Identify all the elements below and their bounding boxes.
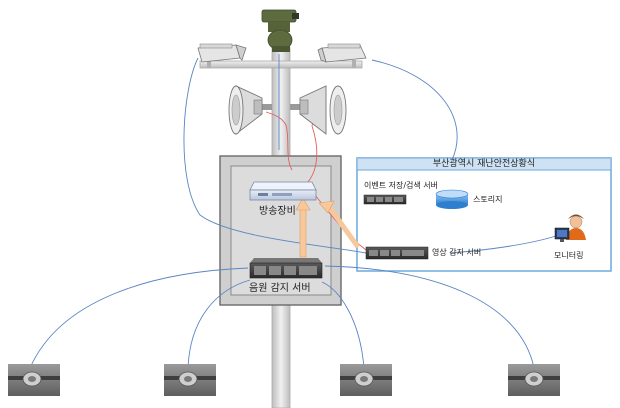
link-monitor (449, 235, 557, 254)
ptz-camera-icon (261, 9, 299, 52)
link-sensor-3 (321, 281, 365, 369)
monitoring-label: 모니터링 (554, 251, 584, 260)
ground-sensor-2-icon (164, 364, 216, 396)
ground-sensor-1-icon (8, 364, 60, 396)
sound-server-icon (249, 258, 323, 279)
broadcast-device-label: 방송장비 (259, 206, 296, 217)
storage-disk-icon (435, 189, 469, 209)
link-speaker-left (265, 111, 293, 171)
operator-monitor-icon (554, 214, 586, 242)
cctv-camera-left-icon (197, 43, 247, 68)
cctv-camera-right-icon (317, 43, 367, 68)
loudspeaker-left-icon (228, 85, 272, 135)
event-server-label: 이벤트 저장/검색 서버 (364, 181, 439, 190)
video-server-label: 영상 감지 서버 (432, 248, 482, 257)
link-sensor-1 (29, 267, 249, 369)
broadcast-device-icon (249, 181, 317, 201)
panel-title: 부산광역시 재난안전상황식 (432, 159, 536, 169)
ground-sensor-4-icon (508, 364, 560, 396)
link-sensor-2 (187, 279, 251, 369)
loudspeaker-right-icon (290, 85, 347, 135)
link-sensor-4 (324, 265, 535, 369)
arrow-sound-to-broadcast (295, 197, 311, 258)
ground-sensor-3-icon (340, 364, 392, 396)
link-left-camera (183, 57, 367, 254)
sound-server-label: 음원 감지 서버 (249, 283, 311, 294)
link-right-camera (371, 59, 458, 161)
video-server-icon (365, 246, 429, 260)
arrow-video-to-broadcast (318, 200, 361, 249)
orange-arrows (295, 197, 361, 258)
event-server-icon (363, 194, 407, 205)
storage-label: 스토리지 (473, 195, 503, 204)
